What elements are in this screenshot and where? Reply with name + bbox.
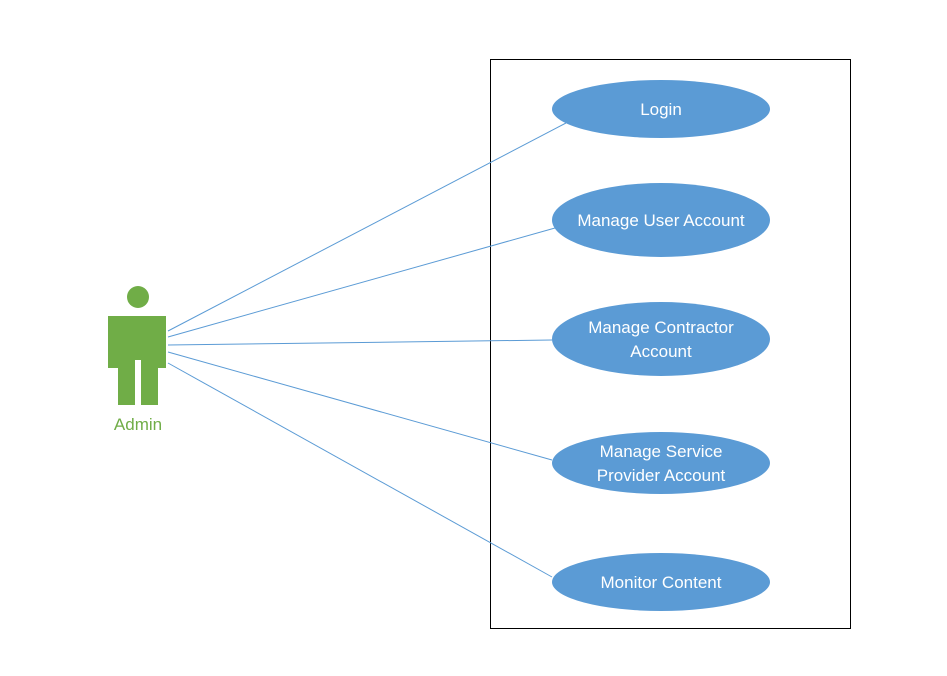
use-case-ellipse — [552, 432, 770, 494]
association-line-manage-contractor-account — [167, 339, 553, 346]
system-boundary — [490, 59, 851, 629]
use-case-label: Manage Contractor — [588, 318, 734, 337]
actor-label: Admin — [114, 415, 162, 434]
use-case-monitor-content: Monitor Content — [552, 553, 770, 611]
association-line-login — [167, 122, 567, 332]
connectors — [167, 122, 567, 578]
use-case-label: Login — [640, 100, 682, 119]
use-case-ellipse — [552, 80, 770, 138]
use-case-label: Provider Account — [597, 466, 726, 485]
association-line-manage-user-account — [167, 227, 556, 338]
use-case-ellipse — [552, 302, 770, 376]
use-case-label: Manage Service — [600, 442, 723, 461]
use-case-ellipse — [552, 553, 770, 611]
association-line-manage-service-provider-account — [167, 351, 553, 461]
actor-admin: Admin — [108, 286, 166, 434]
use-case-label: Account — [630, 342, 692, 361]
association-line-monitor-content — [167, 362, 553, 578]
use-case-label: Manage User Account — [577, 211, 745, 230]
person-icon — [108, 286, 166, 405]
use-case-label: Monitor Content — [601, 573, 722, 592]
use-case-ellipse — [552, 183, 770, 257]
use-case-login: Login — [552, 80, 770, 138]
use-case-manage-user-account: Manage User Account — [552, 183, 770, 257]
